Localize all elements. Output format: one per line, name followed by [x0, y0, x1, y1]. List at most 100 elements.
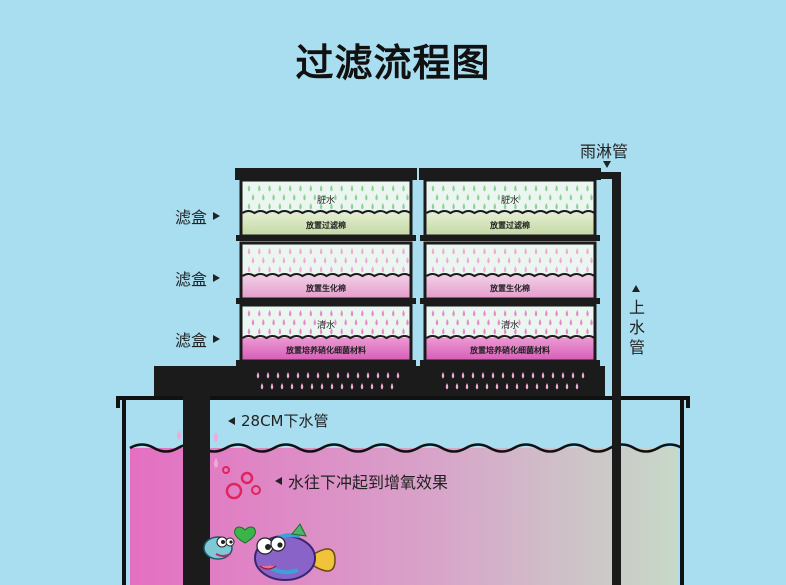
droplet: [380, 383, 384, 390]
droplet: [514, 248, 517, 255]
droplet: [559, 257, 562, 264]
droplet: [323, 257, 327, 264]
droplet: [503, 248, 507, 255]
droplet: [575, 310, 579, 317]
droplet: [406, 257, 409, 264]
droplet: [251, 257, 255, 264]
droplet: [330, 328, 333, 335]
droplet: [431, 203, 435, 210]
droplet: [319, 328, 323, 335]
droplet: [493, 203, 497, 210]
droplet: [569, 194, 573, 201]
droplet: [381, 266, 385, 273]
droplet: [555, 328, 558, 335]
droplet: [471, 372, 475, 379]
droplet: [472, 203, 476, 210]
box-layer-text: 放置培养硝化细菌材料: [285, 345, 366, 355]
droplet: [501, 372, 505, 379]
droplet: [381, 248, 385, 255]
droplet: [262, 194, 265, 201]
filter-box-label-3: 滤盒: [175, 327, 221, 351]
box-top-text: 脏水: [317, 194, 335, 206]
droplet: [336, 372, 340, 379]
filter-box-label-3-text: 滤盒: [175, 331, 208, 350]
droplet: [446, 319, 449, 326]
droplet: [452, 203, 455, 210]
droplet: [268, 185, 271, 192]
droplet: [575, 203, 579, 210]
droplet: [555, 383, 559, 390]
droplet: [579, 257, 583, 264]
droplet: [442, 203, 445, 210]
droplet: [361, 185, 364, 192]
droplet: [590, 319, 593, 326]
droplet: [350, 185, 354, 192]
droplet: [310, 383, 314, 390]
droplet: [555, 248, 558, 255]
droplet: [476, 194, 480, 201]
droplet: [280, 383, 284, 390]
droplet: [538, 194, 542, 201]
droplet: [565, 328, 569, 335]
droplet: [391, 203, 395, 210]
droplet: [472, 248, 476, 255]
droplet: [278, 328, 282, 335]
droplet: [344, 257, 347, 264]
droplet: [371, 185, 374, 192]
droplet: [371, 203, 374, 210]
droplet: [303, 194, 306, 201]
droplet: [452, 185, 455, 192]
droplet: [340, 328, 343, 335]
droplet: [344, 194, 347, 201]
down-pipe-label-text: 28CM下水管: [241, 412, 329, 430]
droplet: [493, 328, 497, 335]
droplet: [371, 328, 374, 335]
platform-drips: [256, 372, 585, 390]
droplet: [435, 194, 439, 201]
droplet: [381, 310, 385, 317]
droplet: [545, 266, 548, 273]
filter-box-label-1-text: 滤盒: [175, 208, 208, 227]
droplet: [451, 372, 455, 379]
droplet: [309, 310, 313, 317]
droplet: [299, 203, 302, 210]
droplet: [319, 266, 323, 273]
droplet: [545, 248, 548, 255]
droplet: [561, 372, 565, 379]
droplet: [334, 194, 337, 201]
droplet: [366, 372, 370, 379]
droplet: [586, 203, 589, 210]
arrow-up-icon: [632, 285, 640, 292]
arrow-left-icon: [275, 477, 282, 485]
droplet: [290, 383, 294, 390]
droplet: [391, 185, 395, 192]
stack-lid: [419, 168, 601, 180]
droplet: [462, 203, 466, 210]
stack-lid: [235, 168, 417, 180]
droplet: [300, 383, 304, 390]
droplet: [586, 248, 589, 255]
droplet: [354, 257, 358, 264]
droplet: [503, 328, 507, 335]
droplet: [309, 185, 313, 192]
droplet: [385, 257, 389, 264]
droplet: [472, 185, 476, 192]
droplet: [555, 185, 558, 192]
droplet: [365, 319, 368, 326]
droplet: [268, 266, 271, 273]
page-title: 过滤流程图: [295, 41, 491, 85]
droplet: [309, 203, 313, 210]
droplet: [395, 319, 399, 326]
droplet: [431, 185, 435, 192]
droplet: [503, 310, 507, 317]
droplet: [375, 194, 378, 201]
rain-pipe-label: 雨淋管: [580, 142, 629, 161]
droplet: [493, 310, 497, 317]
droplet: [316, 372, 320, 379]
droplet: [258, 266, 261, 273]
droplet: [514, 266, 517, 273]
droplet: [354, 194, 358, 201]
